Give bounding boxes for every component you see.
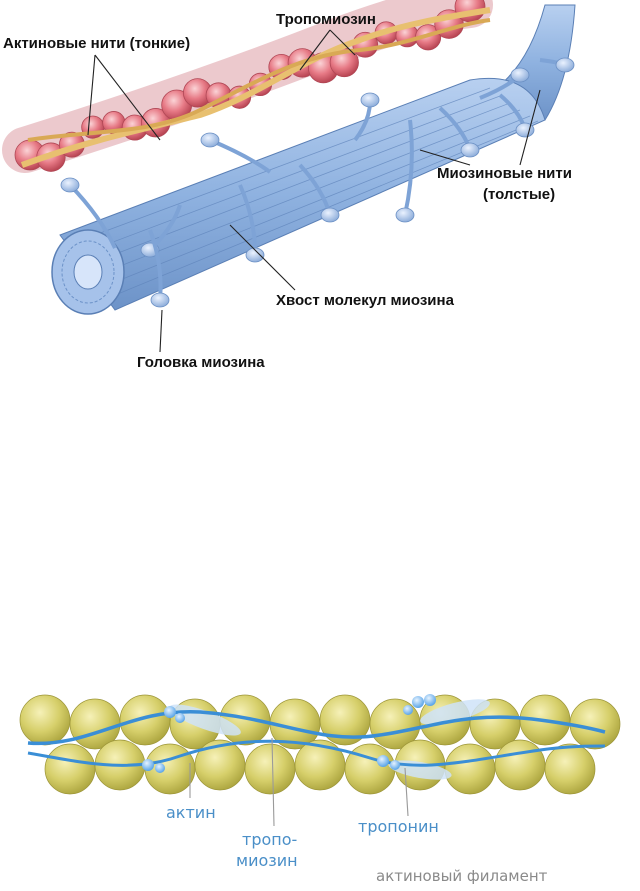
myosin-head [395, 207, 415, 223]
myosin-head [515, 122, 535, 138]
actin-bead-upper [19, 694, 71, 746]
leader-lines-top [87, 29, 541, 353]
actin-filament-svg: актин тропо- миозин тропонин актиновый ф… [19, 694, 621, 885]
troponin-balls [142, 694, 436, 773]
label-myosin-tail: Хвост молекул миозина [276, 292, 455, 309]
leader-lines-bottom [189, 737, 409, 827]
tropomyosin-strand [20, 7, 491, 168]
actin-bead-lower [444, 743, 496, 795]
actin-bead-lower [144, 743, 196, 795]
myosin-head [245, 247, 265, 263]
sarcomere-filaments-diagram: Тропомиозин Актиновые нити (тонкие) Миоз… [0, 0, 640, 380]
myosin-head [320, 207, 340, 223]
myosin-head [510, 67, 530, 83]
tropomyosin-strand-2 [27, 18, 491, 142]
actin-bead-lower [244, 743, 296, 795]
label-actin-filament: актиновый филамент [376, 867, 548, 885]
myosin-thick-filament [51, 4, 576, 315]
actin-bead-lower [494, 739, 546, 791]
actin-bead-upper [569, 698, 621, 750]
label-myosin-filaments-2: (толстые) [483, 186, 555, 203]
label-myosin-head: Головка миозина [137, 354, 265, 371]
actin-bead-lower [44, 743, 96, 795]
myosin-head [200, 132, 220, 148]
label-tropomyosin-1: тропо- [242, 830, 297, 849]
myosin-head [150, 292, 170, 308]
myosin-head [360, 92, 380, 108]
label-troponin: тропонин [358, 817, 439, 836]
myosin-head [555, 57, 575, 73]
tropomyosin-strand-upper [27, 710, 606, 746]
actin-bead-upper [119, 694, 171, 746]
label-actin: актин [166, 803, 216, 822]
actin-thin-filament [2, 0, 493, 173]
myosin-head-stalk [403, 119, 414, 216]
sarcomere-filaments-svg: Тропомиозин Актиновые нити (тонкие) Миоз… [2, 0, 576, 371]
label-actin-filaments: Актиновые нити (тонкие) [3, 35, 190, 52]
actin-bead-lower [194, 739, 246, 791]
actin-bead-lower [294, 739, 346, 791]
actin-filament-diagram: актин тропо- миозин тропонин актиновый ф… [0, 650, 640, 891]
label-tropomyosin-2: миозин [236, 851, 298, 870]
myosin-head [460, 142, 480, 158]
tropomyosin-strand-lower [27, 739, 606, 767]
actin-bead-lower [544, 743, 596, 795]
label-tropomyosin: Тропомиозин [276, 11, 376, 28]
label-myosin-filaments-1: Миозиновые нити [437, 165, 572, 182]
myosin-head [60, 177, 80, 193]
